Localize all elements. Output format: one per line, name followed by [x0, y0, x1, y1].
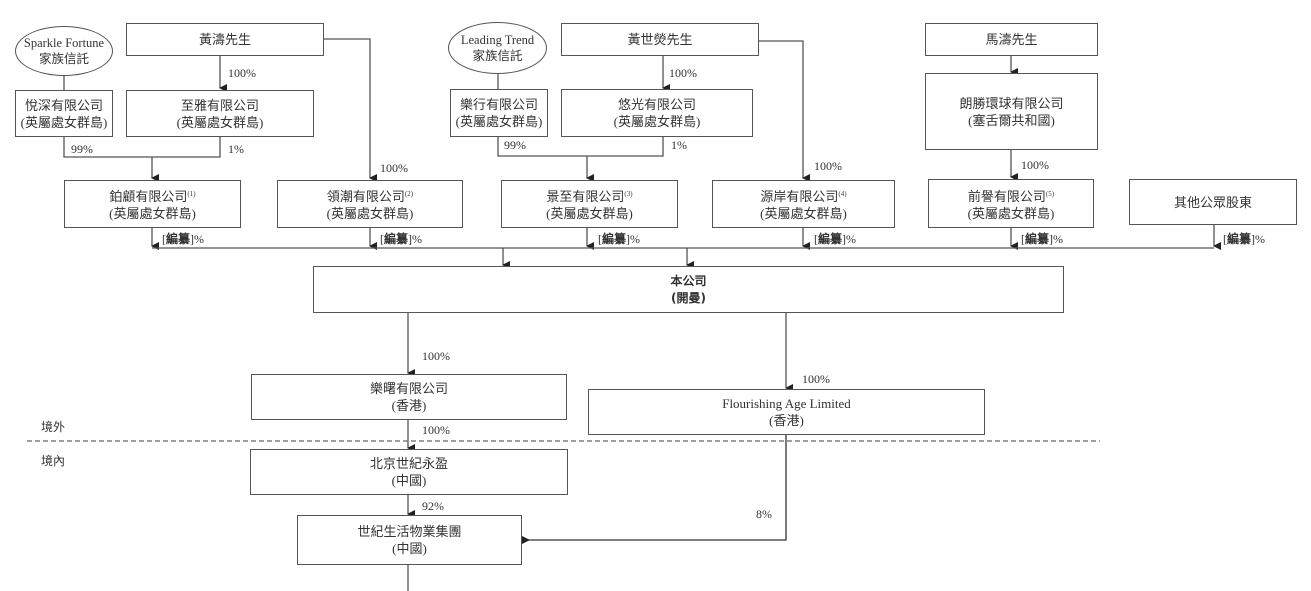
node-jingzhi: 景至有限公司(3) (英屬處女群島): [501, 180, 678, 228]
node-label: (開曼): [671, 290, 706, 305]
node-sparkle-fortune-trust: Sparkle Fortune 家族信託: [15, 26, 113, 76]
region-onshore-label: 境內: [41, 454, 66, 468]
pct-jingzhi-company: [編纂]%: [598, 232, 641, 246]
node-label: 景至有限公司(3): [546, 189, 633, 204]
node-leshu: 樂曙有限公司 (香港): [251, 374, 567, 420]
node-label: 世紀生活物業集團: [357, 524, 462, 539]
node-label: (香港): [769, 413, 804, 428]
node-bogu: 鉑顧有限公司(1) (英屬處女群島): [64, 180, 241, 228]
node-lexing: 樂行有限公司 (英屬處女群島): [450, 89, 548, 137]
pct-yuanan-company: [編纂]%: [814, 232, 857, 246]
node-label: 鉑顧有限公司(1): [109, 189, 196, 204]
line-yueshen-zhiya-join: [63, 136, 221, 158]
region-offshore-label: 境外: [41, 420, 66, 434]
pct-beijing-century: 92%: [422, 499, 444, 513]
pct-lexing-jingzhi: 99%: [504, 138, 526, 152]
footnote-marker: (1): [187, 190, 196, 198]
footnote-marker: (4): [838, 190, 847, 198]
node-yuanan: 源岸有限公司(4) (英屬處女群島): [712, 180, 895, 228]
node-label: 黃濤先生: [198, 32, 251, 47]
node-yueshen: 悅深有限公司 (英屬處女群島): [15, 90, 113, 137]
node-qianyu: 前譽有限公司(5) (英屬處女群島): [928, 179, 1094, 228]
pct-yueshen-bogu: 99%: [71, 142, 93, 156]
pct-huangshiying-youguang: 100%: [669, 66, 697, 80]
node-label: 家族信託: [472, 49, 523, 63]
node-flourishing-age: Flourishing Age Limited (香港): [588, 389, 985, 435]
node-label: (中國): [392, 541, 427, 556]
node-label: (中國): [391, 473, 427, 488]
node-mr-huang-shiying: 黃世熒先生: [561, 23, 759, 56]
pct-flourishing-century: 8%: [756, 507, 772, 521]
node-label: 北京世紀永盈: [369, 456, 448, 471]
node-langsheng: 朗勝環球有限公司 (塞舌爾共和國): [925, 73, 1098, 150]
node-label: 朗勝環球有限公司: [959, 95, 1064, 111]
node-label: (英屬處女群島): [967, 205, 1055, 221]
line-flourishing-century: [522, 435, 787, 544]
node-other-public-shareholders: 其他公眾股東: [1129, 179, 1297, 225]
node-label: (香港): [391, 398, 427, 413]
node-label: 悠光有限公司: [617, 97, 696, 112]
node-label: (英屬處女群島): [546, 206, 633, 221]
node-label: 源岸有限公司(4): [760, 189, 847, 204]
node-label: (英屬處女群島): [760, 206, 847, 221]
node-label: (英屬處女群島): [326, 206, 414, 221]
pct-bogu-company: [編纂]%: [162, 232, 205, 246]
line-lexing-youguang-join: [497, 136, 664, 157]
pct-huangtao-zhiya: 100%: [228, 66, 256, 80]
node-lingchao: 領潮有限公司(2) (英屬處女群島): [277, 180, 463, 228]
node-label: 至雅有限公司: [180, 97, 259, 113]
node-beijing-shiji-yongying: 北京世紀永盈 (中國): [250, 449, 568, 495]
node-label: 其他公眾股東: [1173, 194, 1252, 210]
node-label: Sparkle Fortune: [23, 36, 105, 50]
node-label: (英屬處女群島): [613, 114, 701, 129]
node-century-life-group: 世紀生活物業集團 (中國): [297, 515, 522, 565]
pct-company-flourishing: 100%: [802, 372, 830, 386]
pct-leshu-beijing: 100%: [422, 423, 450, 437]
footnote-marker: (3): [624, 190, 633, 198]
pct-langsheng-qianyu: 100%: [1021, 158, 1049, 172]
node-label: 前譽有限公司(5): [967, 188, 1055, 204]
footnote-marker: (5): [1045, 189, 1055, 198]
node-youguang: 悠光有限公司 (英屬處女群島): [561, 89, 753, 137]
node-label: 領潮有限公司(2): [326, 189, 414, 204]
pct-lingchao-company: [編纂]%: [380, 232, 423, 246]
node-label: Flourishing Age Limited: [722, 396, 851, 411]
pct-huangshiying-yuanan: 100%: [814, 159, 842, 173]
pct-huangtao-lingchao: 100%: [380, 161, 408, 175]
node-label: (英屬處女群島): [20, 114, 108, 130]
node-label: (英屬處女群島): [109, 206, 196, 221]
node-label: 本公司: [670, 273, 707, 288]
node-leading-trend-trust: Leading Trend 家族信託: [448, 22, 547, 74]
pct-youguang-jingzhi: 1%: [671, 138, 687, 152]
pct-company-leshu: 100%: [422, 349, 450, 363]
footnote-marker: (2): [404, 190, 414, 198]
node-label: (英屬處女群島): [176, 114, 264, 130]
node-zhiya: 至雅有限公司 (英屬處女群島): [126, 90, 314, 137]
line-huangtao-lingchao: [312, 38, 377, 182]
node-label: Leading Trend: [460, 33, 535, 47]
node-the-company: 本公司 (開曼): [313, 266, 1064, 313]
node-label: 馬濤先生: [985, 32, 1038, 47]
node-label: 黃世熒先生: [627, 32, 693, 47]
pct-qianyu-company: [編纂]%: [1021, 232, 1064, 246]
pct-zhiya-bogu: 1%: [228, 142, 244, 156]
node-label: 樂行有限公司: [459, 97, 538, 112]
node-label: 家族信託: [38, 52, 89, 66]
node-label: 樂曙有限公司: [369, 381, 448, 396]
line-huangshiying-yuanan: [751, 40, 810, 182]
node-mr-huang-tao: 黃濤先生: [126, 23, 324, 56]
node-label: 悅深有限公司: [24, 97, 103, 113]
node-mr-ma-tao: 馬濤先生: [925, 23, 1098, 56]
node-label: (塞舌爾共和國): [968, 112, 1055, 128]
pct-public-company: [編纂]%: [1223, 232, 1266, 246]
node-label: (英屬處女群島): [455, 114, 543, 129]
